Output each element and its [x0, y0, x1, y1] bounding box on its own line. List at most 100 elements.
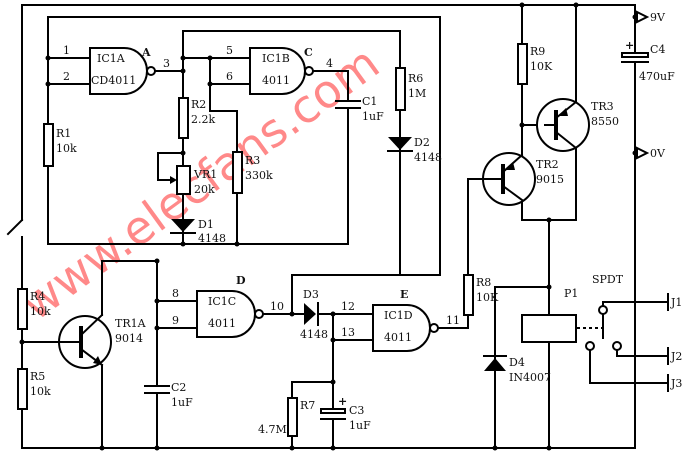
capacitor-c1 — [335, 100, 361, 109]
c1-value: 1uF — [362, 110, 384, 123]
r8-value: 10K — [476, 291, 499, 304]
pin4-wire — [311, 70, 349, 102]
terminal-j3: J3 — [670, 377, 682, 390]
j1-wire — [602, 301, 669, 307]
inverter-bubble — [429, 323, 439, 333]
spdt-common-contact — [598, 305, 608, 315]
vplus-label: 9V — [650, 11, 666, 24]
r6-ref: R6 — [408, 72, 423, 85]
pin-10-label: 10 — [270, 300, 284, 313]
tr3-value: 8550 — [591, 115, 619, 128]
vr1-ref: VR1 — [193, 168, 217, 181]
ic1a-type: CD4011 — [91, 74, 136, 87]
tr2-value: 9015 — [536, 173, 564, 186]
r7-ref: R7 — [300, 399, 315, 412]
wires — [21, 4, 669, 449]
osc-frame-wire — [47, 16, 441, 315]
r2-value: 2.2k — [191, 113, 215, 126]
ic1b-type: 4011 — [262, 74, 290, 87]
c3-ref: C3 — [349, 404, 364, 417]
r3-ref: R3 — [245, 154, 260, 167]
gate-ic1c — [196, 290, 264, 338]
c1-ref: C1 — [362, 95, 377, 108]
tr1a-value: 9014 — [115, 332, 143, 345]
r3-value: 330k — [245, 169, 273, 182]
pin-4-label: 4 — [326, 57, 333, 70]
diode-d2 — [387, 137, 413, 152]
junctions — [19, 2, 638, 451]
resistor-r5 — [17, 368, 28, 410]
d1-ref: D1 — [198, 218, 214, 231]
r7-value: 4.7M — [258, 423, 287, 436]
diode-d3 — [304, 302, 319, 326]
resistor-r3 — [232, 151, 243, 194]
vzero-arrow-icon — [636, 146, 650, 160]
gate-ic1d — [372, 304, 439, 352]
pin-2-label: 2 — [63, 70, 70, 83]
transistor-tr1a — [57, 313, 112, 369]
vzero-label: 0V — [650, 147, 666, 160]
labels: IC1A CD4011 A 1 2 3 IC1B 4011 C 5 6 4 IC… — [30, 11, 682, 436]
j3-wire — [589, 349, 669, 384]
relay-contact-type: SPDT — [592, 273, 624, 286]
r1-value: 10k — [56, 142, 77, 155]
c2-value: 1uF — [171, 396, 193, 409]
resistor-r7 — [287, 397, 298, 437]
capacitor-c4 — [621, 52, 649, 63]
top-rail-wire — [21, 4, 636, 221]
transistor-tr3 — [536, 98, 590, 152]
tr1a-collector-wire — [101, 260, 158, 316]
resistor-r4 — [17, 288, 28, 330]
d4-value: IN4007 — [509, 371, 551, 384]
c3-polarity: + — [338, 395, 347, 408]
power-switch — [6, 218, 24, 236]
resistor-r1 — [43, 123, 54, 167]
diode-d1 — [170, 219, 196, 234]
c2-ref: C2 — [171, 381, 186, 394]
r5-ref: R5 — [30, 370, 45, 383]
node-a-label: A — [141, 46, 151, 59]
terminal-j2: J2 — [670, 350, 682, 363]
node-e-label: E — [400, 288, 408, 301]
relay-coil-p1 — [521, 314, 577, 343]
r7-top-wire — [291, 381, 334, 399]
gate-ic1b — [249, 47, 314, 95]
pin-6-label: 6 — [226, 70, 233, 83]
j2-wire — [616, 349, 669, 357]
r5-value: 10k — [30, 385, 51, 398]
tr2-ref: TR2 — [536, 158, 559, 171]
vr1-value: 20k — [194, 183, 215, 196]
resistor-r6 — [395, 67, 406, 111]
d1-value: 4148 — [198, 232, 226, 245]
ic1d-ref: IC1D — [384, 309, 413, 322]
resistor-r2 — [178, 97, 189, 139]
r4-value: 10k — [30, 305, 51, 318]
pin11-wire — [436, 314, 469, 329]
relay-ref: P1 — [564, 287, 578, 300]
capacitor-c3 — [320, 408, 346, 420]
d4-ref: D4 — [509, 356, 525, 369]
inverter-bubble — [304, 66, 314, 76]
node-d-label: D — [236, 274, 246, 287]
ic1c-type: 4011 — [208, 317, 236, 330]
pin-8-label: 8 — [172, 287, 179, 300]
spdt-no-contact — [612, 341, 622, 351]
pin-3-label: 3 — [163, 57, 170, 70]
capacitor-c2 — [144, 385, 170, 394]
pin-12-label: 12 — [341, 300, 355, 313]
d3-value: 4148 — [300, 328, 328, 341]
tr1a-ref: TR1A — [115, 317, 147, 330]
resistor-r8 — [463, 274, 474, 316]
pin-1-label: 1 — [63, 44, 70, 57]
spdt-nc-contact — [585, 341, 595, 351]
ic1a-ref: IC1A — [97, 52, 126, 65]
gate-ic1a — [89, 47, 156, 95]
c4-value: 470uF — [639, 70, 675, 83]
pin-13-label: 13 — [341, 326, 355, 339]
transistor-tr2 — [482, 152, 536, 206]
pin-9-label: 9 — [172, 314, 179, 327]
diode-d4 — [483, 355, 507, 371]
d2-value: 4148 — [414, 151, 442, 164]
